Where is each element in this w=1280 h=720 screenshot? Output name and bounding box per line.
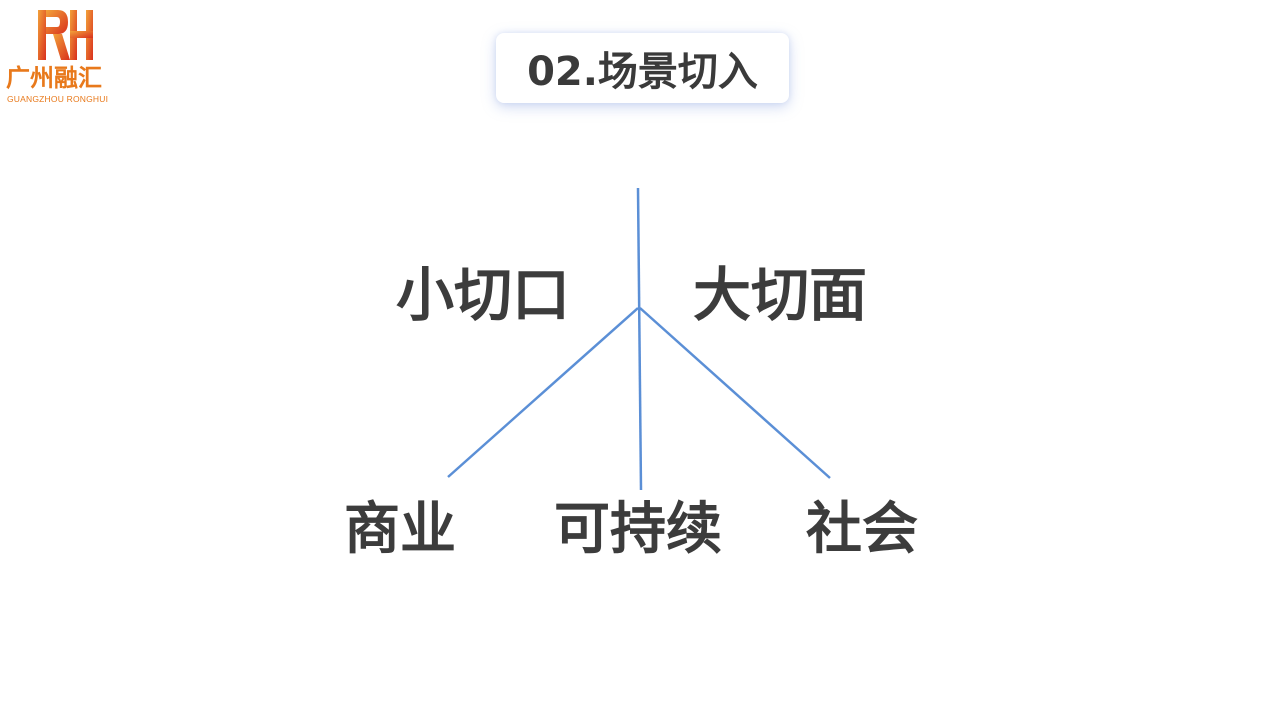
logo-english-name: GUANGZHOU RONGHUI bbox=[7, 94, 109, 104]
vertical-axis-line bbox=[636, 187, 643, 491]
branch-line-right bbox=[639, 307, 831, 479]
label-business: 商业 bbox=[344, 497, 456, 562]
company-logo: 广州融汇 GUANGZHOU RONGHUI bbox=[4, 8, 128, 106]
label-small-cut: 小切口 bbox=[396, 261, 571, 329]
label-society: 社会 bbox=[806, 497, 918, 562]
label-big-cut-surface: 大切面 bbox=[693, 261, 868, 329]
label-sustainable: 可持续 bbox=[554, 497, 722, 562]
title-box: 02.场景切入 bbox=[496, 33, 789, 103]
branch-line-left bbox=[447, 307, 639, 478]
logo-chinese-name: 广州融汇 bbox=[6, 64, 102, 92]
page-title: 02.场景切入 bbox=[527, 49, 758, 95]
rh-logo-mark-icon bbox=[38, 10, 93, 60]
